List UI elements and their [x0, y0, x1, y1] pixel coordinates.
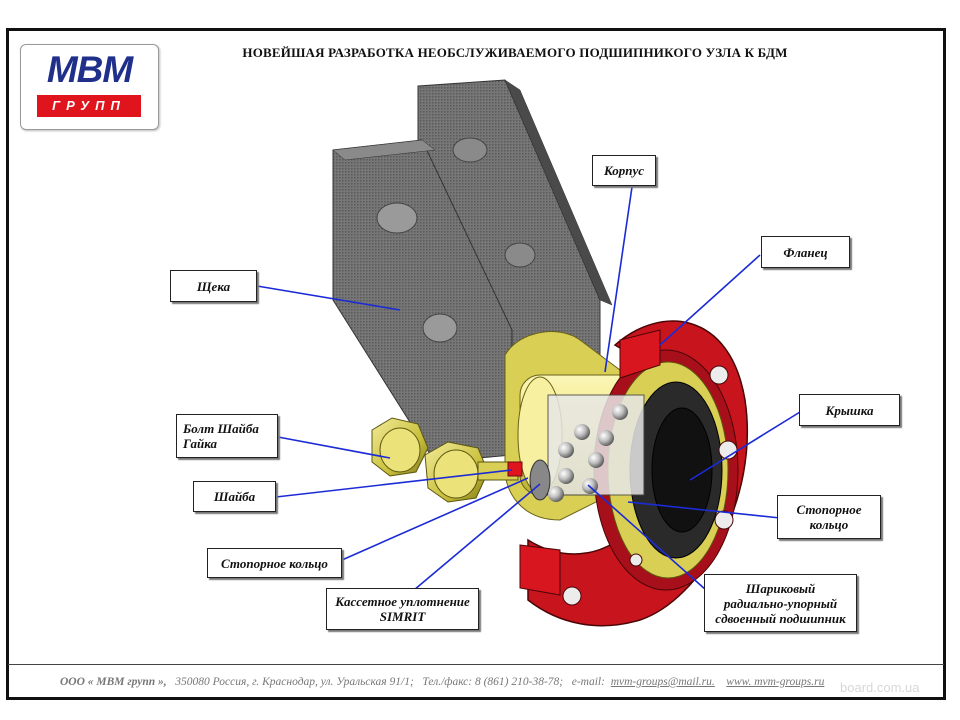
leader-kryshka [689, 411, 801, 481]
logo-text-bottom: ГРУПП [37, 95, 141, 117]
label-stopor-right: Стопорное кольцо [777, 495, 881, 539]
footer-site-link[interactable]: www. mvm-groups.ru [726, 676, 825, 688]
company-logo: МВМ ГРУПП [20, 44, 159, 130]
label-kryshka: Крышка [799, 394, 900, 426]
cheek-plate-back [417, 79, 613, 401]
label-scheka: Щека [170, 270, 257, 302]
leader-stopor-right [627, 501, 781, 519]
slide-title: НОВЕЙШАЯ РАЗРАБОТКА НЕОБСЛУЖИВАЕМОГО ПОД… [242, 45, 788, 60]
leader-shaiba [275, 469, 513, 498]
leader-scheka [256, 285, 401, 311]
footer-phone: Тел./факс: 8 (861) 210-38-78; [422, 676, 564, 688]
washer [507, 461, 523, 477]
ball-bearing [547, 394, 645, 502]
cassette-seal [529, 459, 551, 501]
label-podshipnik: Шариковый радиально-упорный сдвоенный по… [704, 574, 857, 632]
label-bolt-shaiba-gaika: Болт Шайба Гайка [176, 414, 278, 458]
leader-podshipnik [587, 484, 707, 591]
footer-email-link[interactable]: mvm-groups@mail.ru. [610, 676, 715, 688]
bolt-nuts [371, 417, 519, 503]
leader-stopor-left [341, 477, 529, 561]
leader-flanets [659, 254, 761, 346]
footer-contacts: ООО « МВМ групп », 350080 Россия, г. Кра… [60, 676, 920, 688]
label-kasseta-simrit: Кассетное уплотнение SIMRIT [326, 588, 479, 630]
logo-text-top: МВМ [46, 49, 133, 90]
footer-divider [8, 664, 944, 665]
label-stopor-left: Стопорное кольцо [207, 548, 342, 578]
label-flanets: Фланец [761, 236, 850, 268]
leader-lines [256, 186, 801, 591]
footer-company: ООО « МВМ групп », [60, 676, 167, 688]
leader-kasseta [413, 483, 541, 591]
footer-address: 350080 Россия, г. Краснодар, ул. Уральск… [175, 676, 414, 688]
watermark: board.com.ua [840, 680, 920, 695]
label-shaiba: Шайба [193, 481, 276, 512]
leader-bolt [277, 436, 391, 459]
cheek-plate-front [332, 139, 513, 463]
footer-email-label: e-mail: [571, 676, 605, 688]
leader-korpus [604, 186, 633, 373]
label-korpus: Корпус [592, 155, 656, 186]
